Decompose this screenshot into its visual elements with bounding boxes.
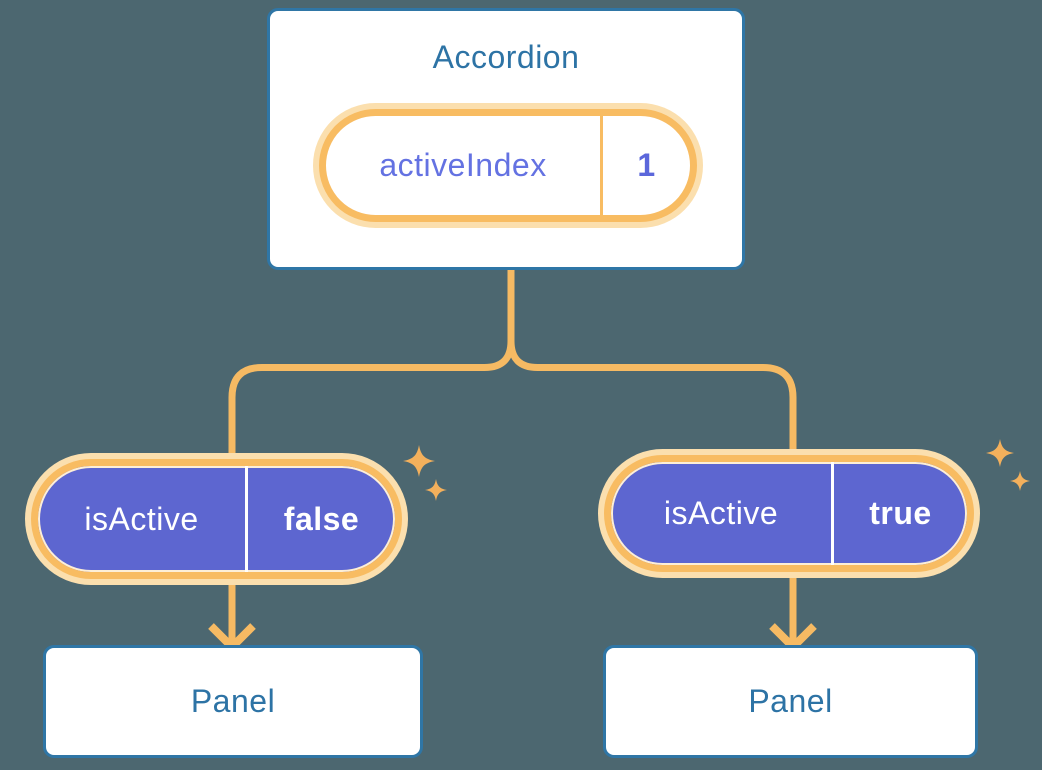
activeindex-state-pill: activeIndex 1 [319,109,697,222]
prop-name-label: isActive [84,500,199,537]
branch-line-left [228,270,515,456]
panel-label: Panel [748,683,833,719]
sparkle-icon [425,479,447,501]
pill-divider [831,462,834,565]
isactive-pill-left: isActive false [31,459,402,579]
state-name-label: activeIndex [379,147,547,183]
panel-card-left: Panel [43,645,423,758]
isactive-pill-right: isActive true [604,455,974,572]
sparkle-icon [986,439,1014,467]
pill-divider [600,116,603,215]
prop-value-label: true [869,495,932,531]
prop-value-label: false [283,500,360,537]
prop-name-label: isActive [663,495,779,531]
accordion-title: Accordion [432,39,580,75]
sparkle-icon [1010,471,1030,491]
panel-label: Panel [190,683,276,719]
pill-divider [245,466,248,572]
state-value-label: 1 [637,147,656,183]
branch-line-right [507,270,797,450]
panel-card-right: Panel [603,645,978,758]
sparkle-icon [403,445,435,477]
